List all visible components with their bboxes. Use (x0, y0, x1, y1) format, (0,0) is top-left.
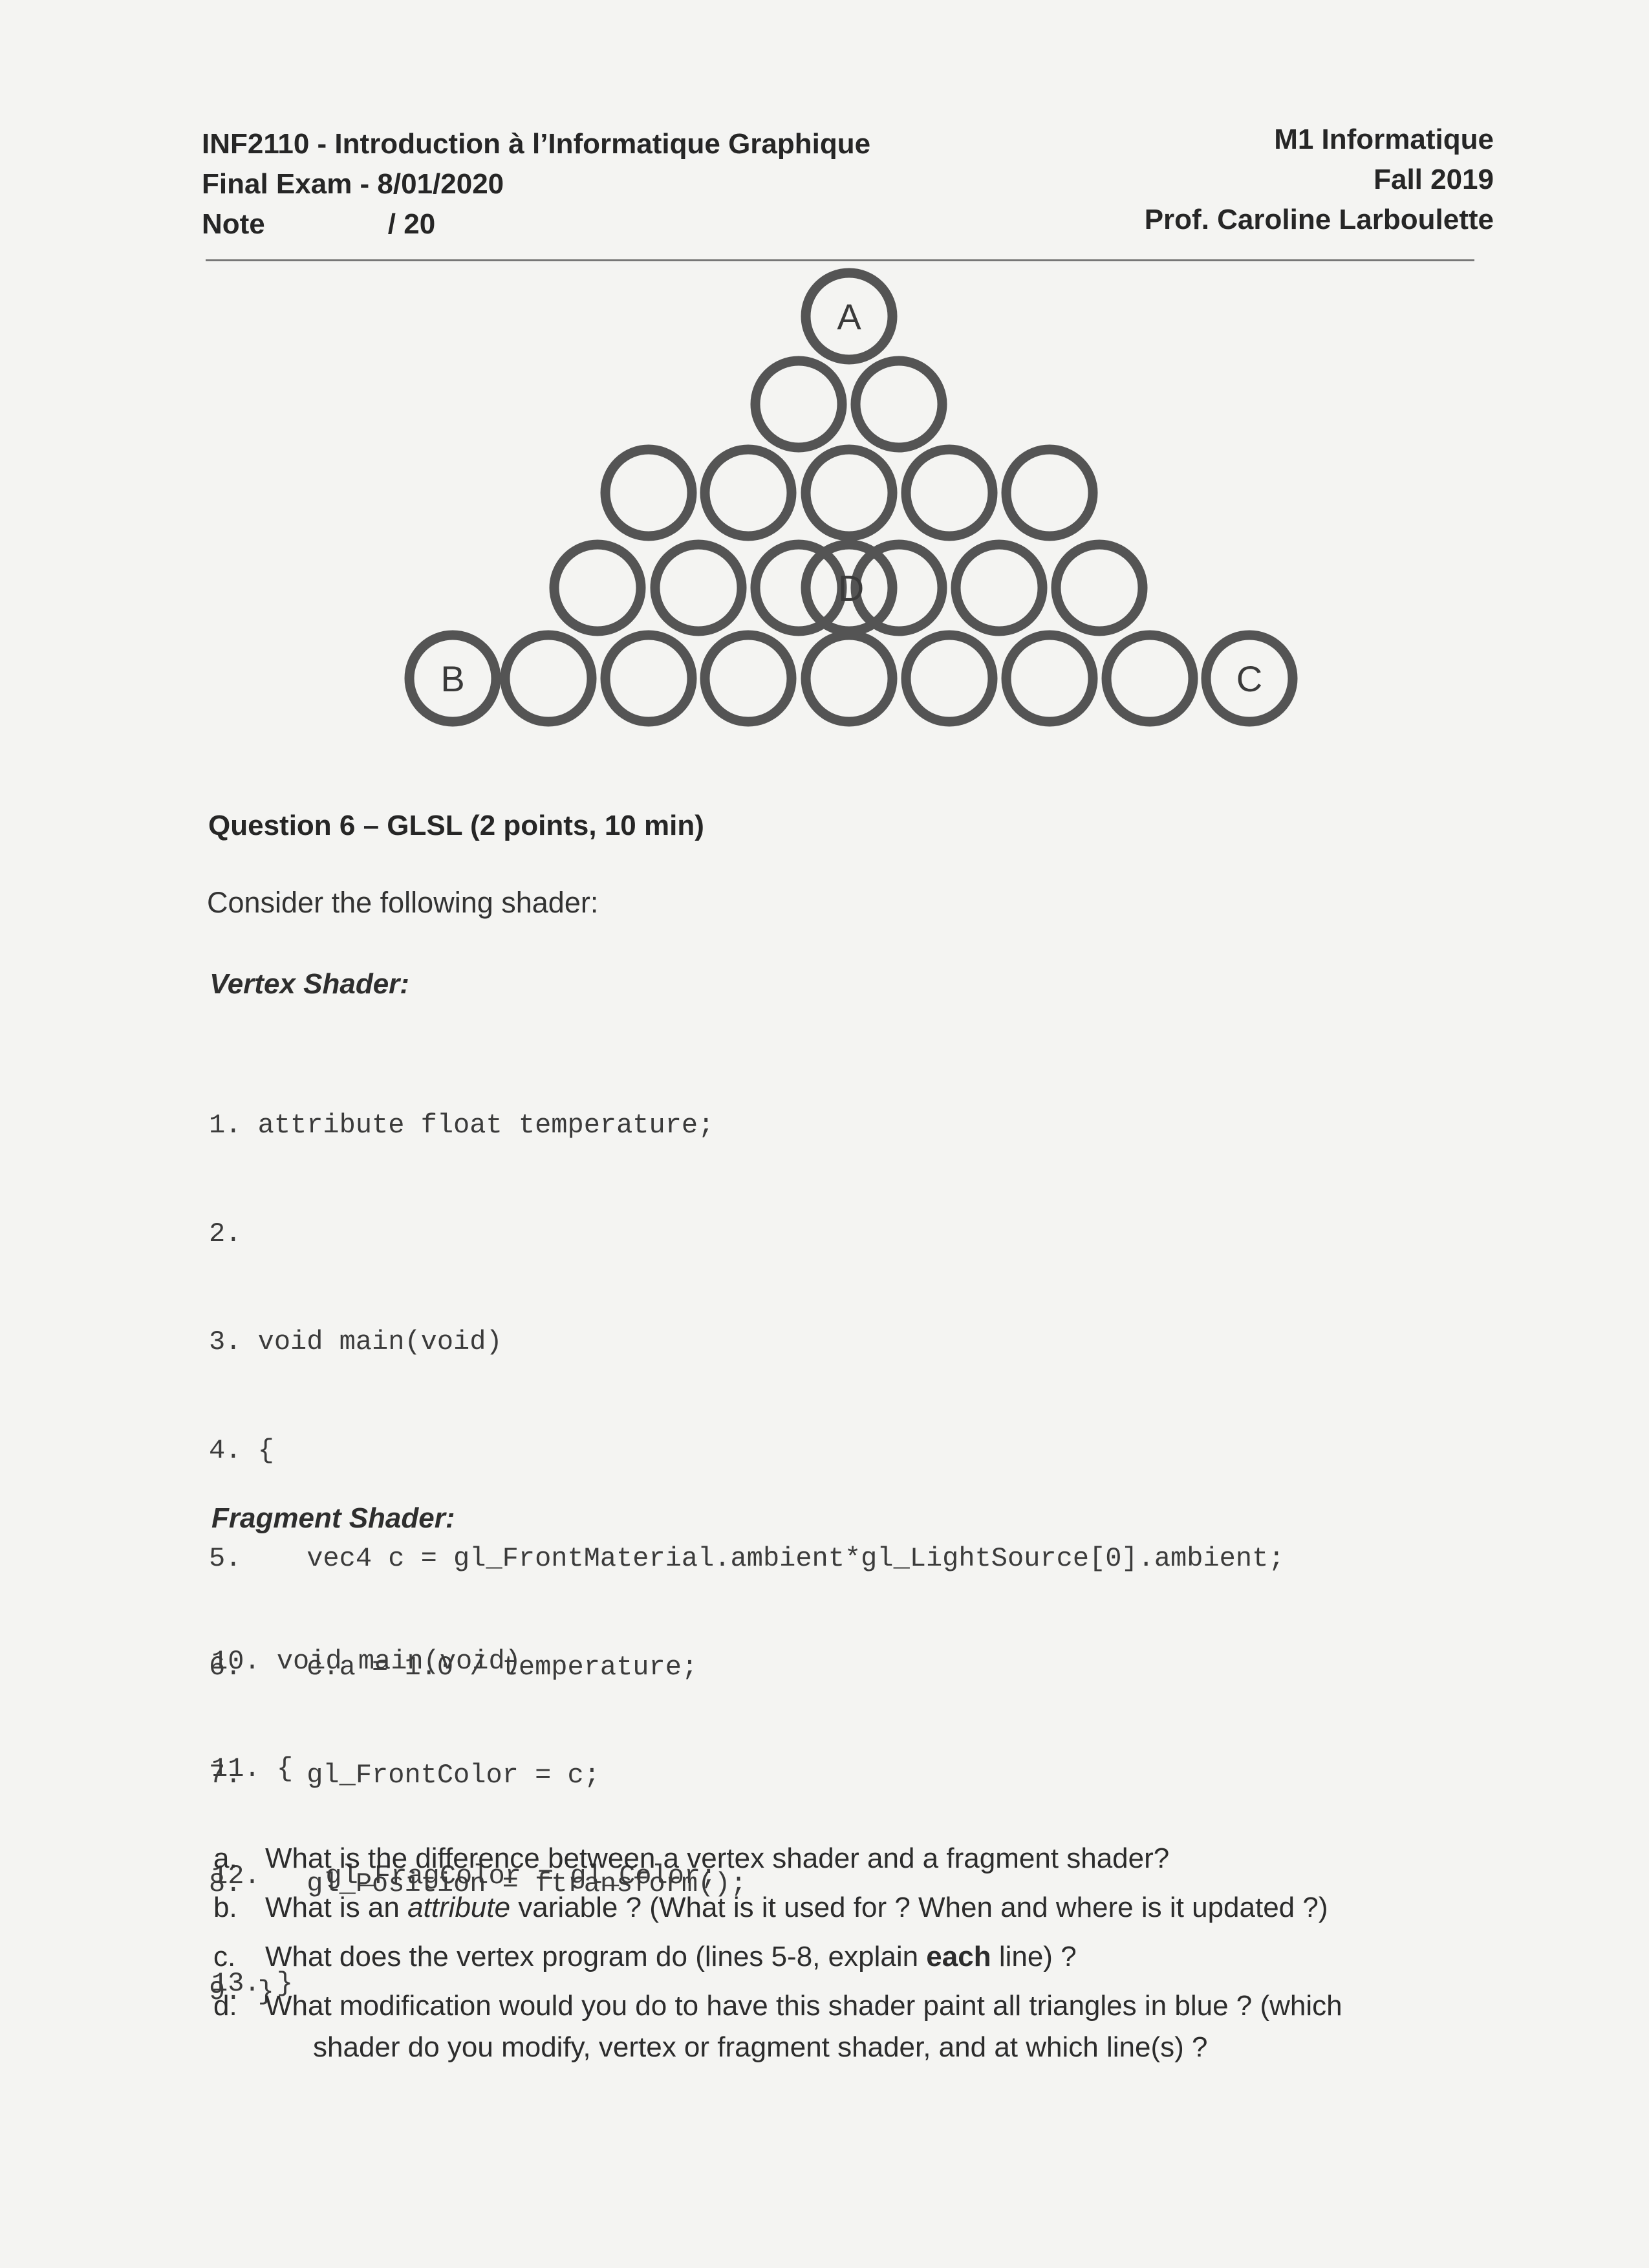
subquestion-label: a. (213, 1842, 237, 1874)
code-line: 7. gl_FrontColor = c; (209, 1760, 600, 1791)
code-line: 6. c.a = 1.0 / temperature; (209, 1651, 698, 1683)
label-c: C (1236, 658, 1262, 699)
course-title: INF2110 - Introduction à l’Informatique … (202, 128, 871, 160)
code-line: 5. vec4 c = gl_FrontMaterial.ambient*gl_… (209, 1543, 1285, 1574)
note-row: Note / 20 (202, 204, 870, 244)
subquestion-c: c. What does the vertex program do (line… (213, 1936, 1539, 1978)
pyramid-circle (600, 444, 697, 541)
pyramid-circle (500, 630, 597, 727)
code-line: 9. } (209, 1976, 274, 2007)
fragment-shader-code: 10. void main(void) 11. { 12. gl_FragCol… (211, 1577, 717, 2037)
subquestion-emphasis: attribute (407, 1892, 511, 1923)
code-line: 8. gl_Position = ftransform(); (209, 1868, 747, 1899)
circle-pyramid-figure: A D B C (404, 268, 1298, 727)
pyramid-circle (850, 356, 947, 453)
subquestion-text-line2: shader do you modify, vertex or fragment… (313, 2031, 1208, 2063)
professor-name: Prof. Caroline Larboulette (1144, 204, 1494, 235)
subquestion-a: a. What is the difference between a vert… (213, 1838, 1539, 1879)
pyramid-circle (850, 539, 947, 636)
pyramid-circle (1001, 444, 1098, 541)
pyramid-circle (650, 539, 747, 636)
note-score: / 20 (387, 208, 436, 240)
pyramid-circle (901, 444, 998, 541)
subquestion-b: b. What is an attribute variable ? (What… (213, 1887, 1539, 1928)
vertex-shader-code: 1. attribute float temperature; 2. 3. vo… (209, 1041, 1284, 2047)
subquestion-text-post: variable ? (What is it used for ? When a… (510, 1892, 1328, 1923)
header-divider (206, 259, 1474, 261)
code-line: 10. void main(void) (211, 1646, 521, 1677)
question-intro: Consider the following shader: (207, 886, 599, 919)
subquestion-text-line1: What modification would you do to have t… (265, 1990, 1342, 2022)
subquestion-text-pre: What is an (265, 1892, 408, 1923)
program-name: M1 Informatique (1274, 124, 1494, 155)
subquestion-label: c. (213, 1941, 236, 1972)
pyramid-circle (1051, 539, 1148, 636)
pyramid-circle (801, 630, 898, 727)
subquestion-label: d. (213, 1990, 237, 2022)
pyramid-circle (750, 539, 847, 636)
pyramid-circle (901, 630, 998, 727)
term: Fall 2019 (1374, 164, 1494, 195)
code-line: 3. void main(void) (209, 1326, 502, 1357)
subquestion-strong: each (926, 1941, 991, 1972)
header-right: M1 Informatique Fall 2019 Prof. Caroline… (1145, 120, 1494, 240)
pyramid-circle (600, 630, 697, 727)
note-label: Note (202, 208, 265, 240)
fragment-shader-heading: Fragment Shader: (211, 1502, 455, 1534)
pyramid-circle-a (801, 268, 898, 365)
header-left: INF2110 - Introduction à l’Informatique … (202, 124, 870, 244)
pyramid-circle-c (1201, 630, 1298, 727)
pyramid-circle (951, 539, 1048, 636)
subquestion-text-pre: What does the vertex program do (lines 5… (265, 1941, 927, 1972)
label-d: D (838, 568, 864, 609)
exam-date: Final Exam - 8/01/2020 (202, 168, 504, 200)
subquestion-label: b. (213, 1892, 237, 1923)
pyramid-circle (801, 444, 898, 541)
pyramid-circle (549, 539, 646, 636)
pyramid-circle (1101, 630, 1198, 727)
pyramid-circle-b (404, 630, 501, 727)
pyramid-circle (1001, 630, 1098, 727)
pyramid-circle (700, 630, 797, 727)
pyramid-circle (750, 356, 847, 453)
code-line: 2. (209, 1218, 242, 1249)
code-line: 13. } (211, 1968, 294, 1999)
pyramid-circle (700, 444, 797, 541)
label-b: B (440, 658, 464, 699)
subquestion-list: a. What is the difference between a vert… (213, 1838, 1539, 2076)
vertex-shader-heading: Vertex Shader: (210, 968, 409, 1000)
subquestion-text: What is the difference between a vertex … (265, 1842, 1170, 1874)
code-line: 12. gl_FragColor = gl_Color; (211, 1861, 717, 1892)
label-a: A (837, 296, 861, 337)
code-line: 1. attribute float temperature; (209, 1110, 715, 1141)
code-line: 11. { (211, 1753, 294, 1784)
question-title: Question 6 – GLSL (2 points, 10 min) (208, 810, 704, 841)
code-line: 4. { (209, 1434, 274, 1466)
subquestion-text-post: line) ? (991, 1941, 1077, 1972)
subquestion-d: d. What modification would you do to hav… (213, 1985, 1539, 2068)
